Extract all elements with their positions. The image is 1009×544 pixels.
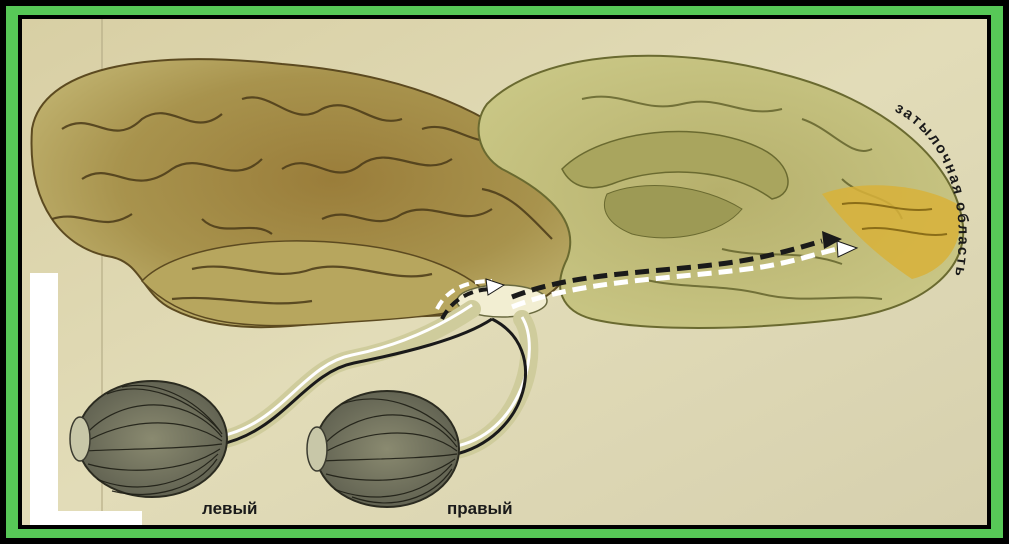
paper-tear-left — [30, 273, 58, 511]
right-eye-label: правый — [447, 499, 513, 518]
left-eye-label: левый — [202, 499, 257, 518]
paper-tear-bottom — [30, 511, 142, 525]
visual-pathway-illustration: левый правый затылочная область — [22, 19, 987, 525]
illustration-canvas: левый правый затылочная область — [22, 19, 987, 525]
